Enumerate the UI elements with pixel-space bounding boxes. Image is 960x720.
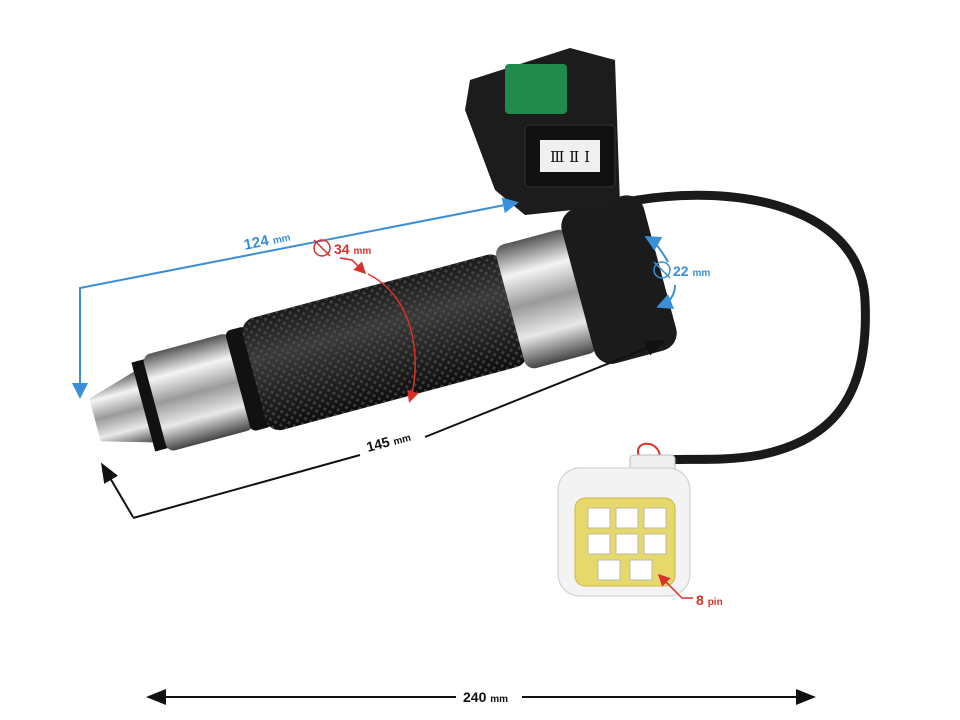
dimension-22: 22 mm (644, 236, 710, 309)
connector (557, 442, 691, 597)
throttle-grip (89, 195, 677, 452)
grip-length-unit: mm (272, 232, 292, 246)
total-length-unit: mm (392, 433, 412, 448)
power-button[interactable] (505, 64, 567, 114)
cable-length-value: 240 (463, 689, 487, 705)
dimension-240: 240 mm (146, 689, 816, 705)
svg-text:8 pin: 8 pin (696, 592, 723, 608)
dimension-145: 145 mm (100, 340, 666, 519)
handlebar-diameter-unit: mm (692, 268, 710, 279)
connector-pin-label: 8 pin (657, 573, 723, 608)
mode-switch-label[interactable]: Ⅲ Ⅱ Ⅰ (550, 148, 590, 166)
diameter-icon (653, 261, 671, 279)
dimension-124: 124 mm (72, 197, 519, 399)
svg-text:240 mm: 240 mm (463, 689, 508, 705)
grip-diameter-value: 34 (334, 241, 350, 257)
grip-diameter-unit: mm (353, 246, 371, 257)
svg-text:124 mm: 124 mm (242, 227, 292, 253)
pin-count-unit: pin (708, 597, 723, 608)
total-length-value: 145 (365, 433, 392, 455)
svg-text:34 mm: 34 mm (334, 241, 371, 257)
pin-count-value: 8 (696, 592, 704, 608)
svg-text:22 mm: 22 mm (673, 263, 710, 279)
handlebar-diameter-value: 22 (673, 263, 689, 279)
cable-length-unit: mm (490, 694, 508, 705)
diameter-icon (313, 239, 331, 257)
grip-length-value: 124 (242, 232, 271, 254)
svg-text:145 mm: 145 mm (365, 428, 413, 455)
switch-block: Ⅲ Ⅱ Ⅰ (465, 48, 620, 215)
dimension-34: 34 mm (313, 239, 419, 403)
cable (610, 190, 870, 465)
